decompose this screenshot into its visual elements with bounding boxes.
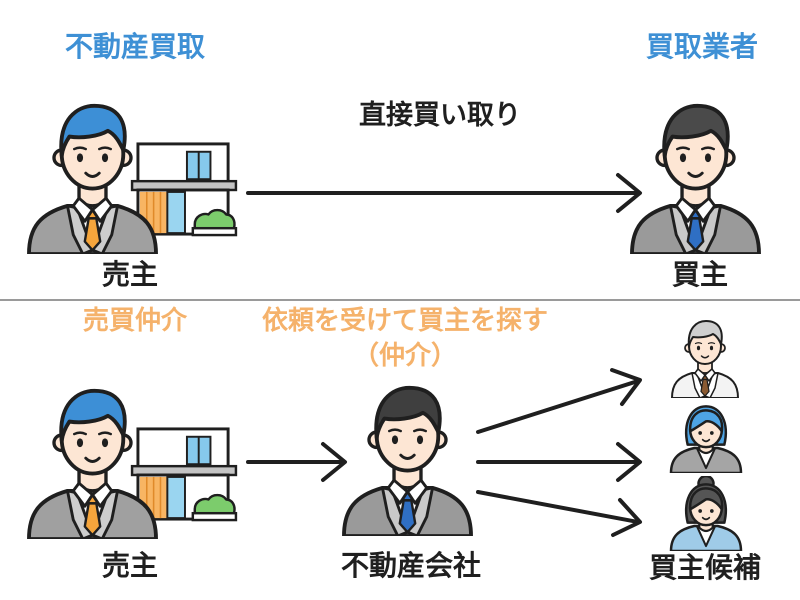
arrow-label-direct: 直接買い取り <box>359 100 521 131</box>
seller-label-bottom: 売主 <box>101 549 158 582</box>
agent-person-icon <box>342 385 473 536</box>
section-divider <box>0 299 800 301</box>
heading-direct-purchase: 不動産買取 <box>64 30 205 63</box>
seller-label-top: 売主 <box>101 258 158 291</box>
candidates-label: 買主候補 <box>648 551 761 584</box>
heading-brokerage: 売買仲介 <box>82 306 187 336</box>
arrow-agent-to-candidate-2 <box>476 442 642 482</box>
arrow-seller-to-agent <box>246 442 347 482</box>
older-man-icon <box>671 320 739 398</box>
buyer-person-icon <box>630 103 761 254</box>
agent-label: 不動産会社 <box>340 549 481 582</box>
arrow-direct-purchase <box>246 173 642 213</box>
woman-bun-icon <box>669 476 743 551</box>
woman-icon <box>669 405 743 473</box>
heading-find-buyer: 依頼を受けて買主を探す <box>261 306 548 336</box>
arrow-agent-to-candidate-3 <box>476 490 642 537</box>
heading-brokerage-paren: （仲介） <box>352 341 457 371</box>
arrow-agent-to-candidate-1 <box>476 368 642 434</box>
heading-purchasing-company: 買取業者 <box>645 30 758 63</box>
buyer-label-top: 買主 <box>671 258 728 291</box>
